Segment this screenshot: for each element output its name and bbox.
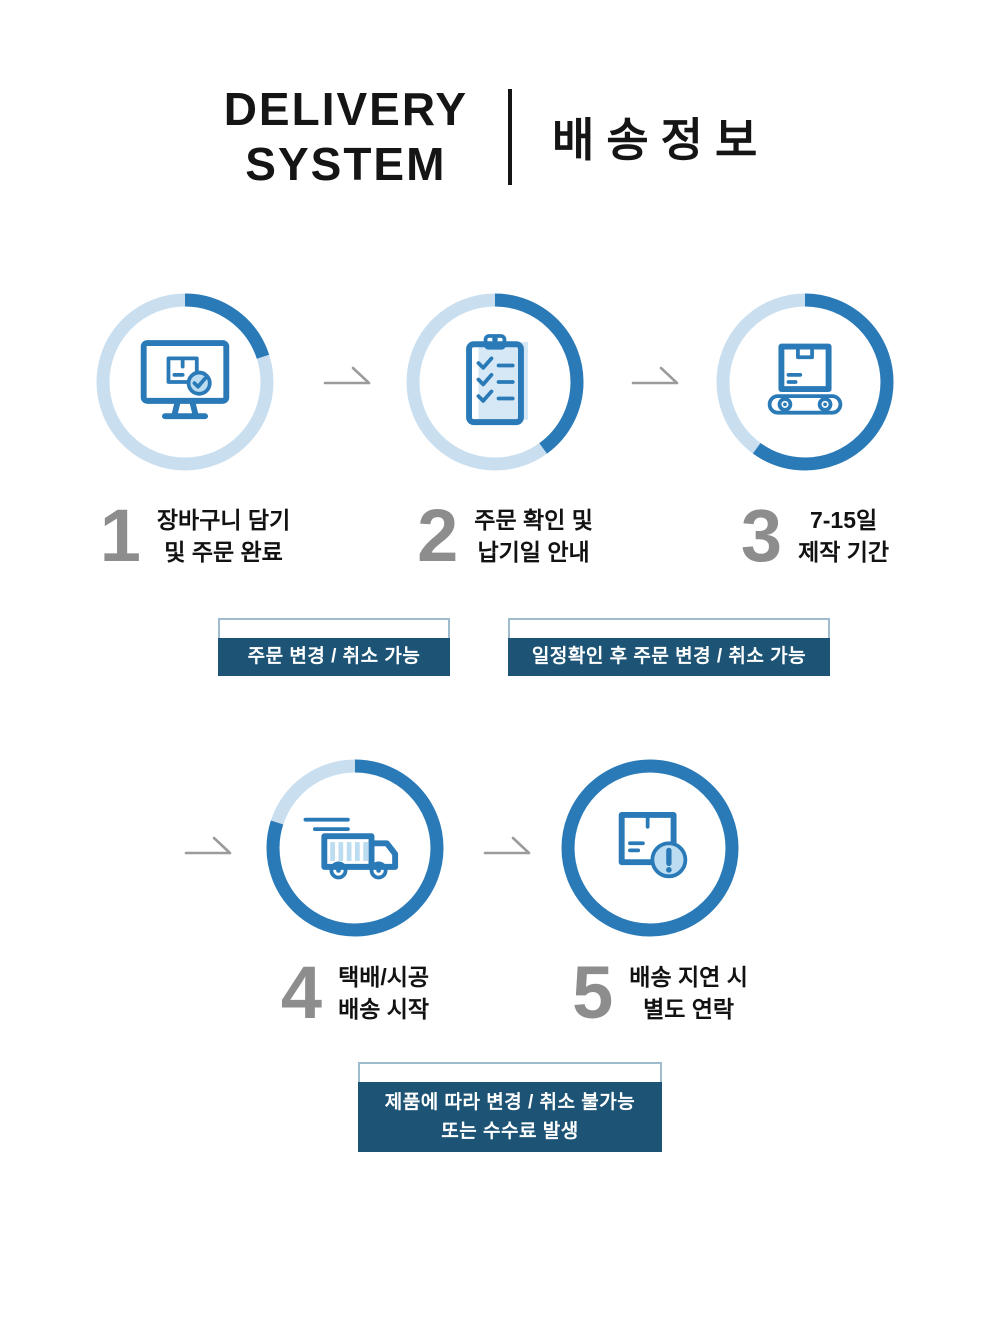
conveyor-box-icon (746, 323, 864, 441)
box-alert-icon (591, 789, 709, 907)
step-1-caption: 1 장바구니 담기 및 주문 완료 (75, 494, 315, 577)
page-title: DELIVERY SYSTEM (224, 82, 468, 192)
callout-schedule-change: 일정확인 후 주문 변경 / 취소 가능 (508, 638, 830, 676)
step-4-circle (265, 758, 445, 938)
step-5-label: 배송 지연 시 별도 연락 (629, 964, 748, 1023)
step-1-number: 1 (99, 494, 141, 577)
clipboard-checklist-icon (436, 323, 554, 441)
step-3-caption: 3 7-15일 제작 기간 (695, 494, 935, 577)
step-4-caption: 4 택배/시공 배송 시작 (245, 951, 465, 1034)
step-4-number: 4 (280, 951, 323, 1034)
progress-ring-5 (561, 759, 739, 937)
step-2-label: 주문 확인 및 납기일 안내 (474, 507, 593, 566)
title-line-1: DELIVERY (223, 83, 469, 135)
title-line-2: SYSTEM (245, 138, 447, 191)
step-3-label: 7-15일 제작 기간 (798, 507, 890, 566)
step-3-circle (715, 292, 895, 472)
delivery-truck-icon (296, 789, 414, 907)
arrow-right-icon (483, 836, 531, 855)
progress-ring-3 (716, 293, 894, 471)
step-5-number: 5 (572, 951, 614, 1034)
progress-ring-2 (406, 293, 584, 471)
step-2-circle (405, 292, 585, 472)
arrow-right-icon (184, 836, 232, 855)
progress-ring-4 (266, 759, 444, 937)
step-5-caption: 5 배송 지연 시 별도 연락 (540, 951, 780, 1034)
callout-3-bracket (358, 1062, 662, 1082)
arrow-right-icon (631, 366, 679, 385)
callout-order-change: 주문 변경 / 취소 가능 (218, 638, 450, 676)
progress-ring-1 (96, 293, 274, 471)
step-1-label: 장바구니 담기 및 주문 완료 (156, 507, 291, 566)
arrow-right-icon (323, 366, 371, 385)
callout-2-bracket (508, 618, 830, 638)
header-divider (508, 89, 513, 186)
step-3-number: 3 (740, 494, 783, 577)
step-2-caption: 2 주문 확인 및 납기일 안내 (385, 494, 625, 577)
header: DELIVERY SYSTEM 배송정보 (0, 82, 993, 192)
step-4-label: 택배/시공 배송 시작 (338, 964, 430, 1023)
step-2-number: 2 (417, 494, 459, 577)
callout-product-policy: 제품에 따라 변경 / 취소 불가능 또는 수수료 발생 (358, 1082, 662, 1152)
monitor-order-icon (126, 323, 244, 441)
callout-1-bracket (218, 618, 450, 638)
step-5-circle (560, 758, 740, 938)
page-subtitle: 배송정보 (552, 114, 770, 167)
step-1-circle (95, 292, 275, 472)
